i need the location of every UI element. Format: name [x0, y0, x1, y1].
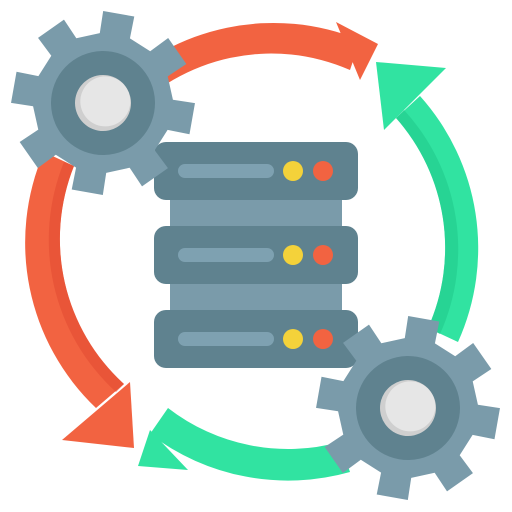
led-yellow-icon — [283, 245, 303, 265]
orange-arrowhead-bottom — [62, 382, 134, 448]
led-red-icon — [313, 245, 333, 265]
server-unit-1 — [154, 142, 358, 200]
gear-bottom-right-icon — [316, 316, 500, 500]
orange-arrowhead-top — [336, 22, 378, 80]
server-unit-2 — [154, 226, 358, 284]
led-red-icon — [313, 161, 333, 181]
server-stack — [154, 142, 358, 368]
led-red-icon — [313, 329, 333, 349]
gear-hub — [80, 76, 131, 127]
orange-arrow-left-arc — [25, 152, 124, 408]
green-arrowhead-bottom — [138, 430, 188, 470]
led-yellow-icon — [283, 329, 303, 349]
gear-top-left-icon — [11, 11, 195, 195]
orange-arrow-left-shadow — [48, 162, 124, 392]
green-arrow-bottom-arc — [150, 408, 350, 481]
server-slot — [178, 164, 274, 178]
gear-hub — [385, 381, 436, 432]
server-slot — [178, 332, 274, 346]
server-slot — [178, 248, 274, 262]
led-yellow-icon — [283, 161, 303, 181]
server-unit-3 — [154, 310, 358, 368]
green-arrowhead-top — [376, 62, 446, 130]
green-cycle-arrow — [138, 62, 479, 481]
green-arrow-right-arc — [396, 96, 479, 342]
green-arrow-right-shadow — [396, 110, 459, 334]
